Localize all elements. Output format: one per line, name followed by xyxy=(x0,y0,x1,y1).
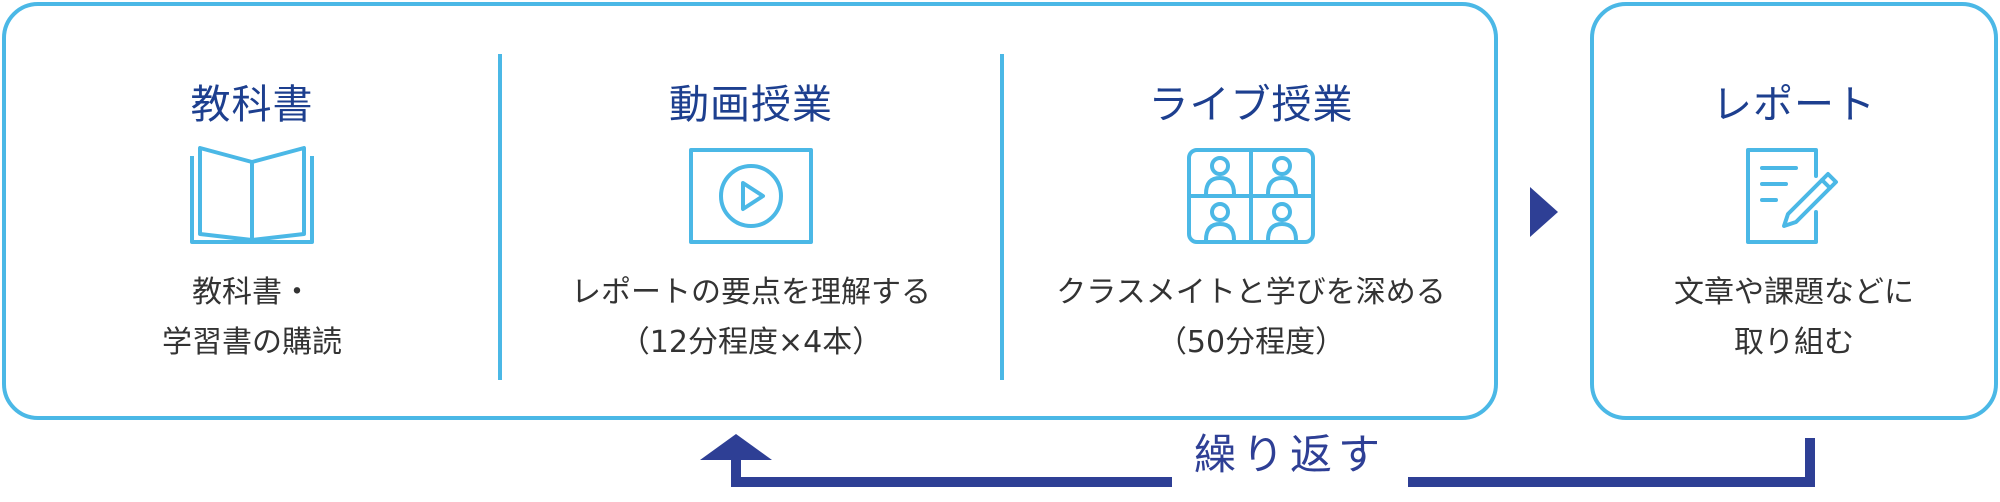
video-lesson-title: 動画授業 xyxy=(669,82,833,128)
live-lesson-column: ライブ授業 クラスメイトと学びを深める （50分程度） xyxy=(1004,6,1498,424)
live-lesson-title: ライブ授業 xyxy=(1148,82,1354,128)
divider xyxy=(498,54,502,380)
live-lesson-description: クラスメイトと学びを深める （50分程度） xyxy=(1056,275,1446,360)
video-lesson-column: 動画授業 レポートの要点を理解する （12分程度×4本） xyxy=(502,6,1000,424)
study-methods-box: 教科書 教科書・ 学習書の購読 動画授業 レポートの要点を理解する （12分程度… xyxy=(2,2,1498,420)
video-conference-icon xyxy=(1185,146,1317,250)
report-box: レポート 文章や課題などに 取り組む xyxy=(1590,2,1998,420)
triangle-arrow-right-icon xyxy=(1530,187,1558,237)
open-book-icon xyxy=(184,146,320,254)
textbook-description: 教科書・ 学習書の購読 xyxy=(162,275,342,360)
video-lesson-description: レポートの要点を理解する （12分程度×4本） xyxy=(571,275,931,360)
repeat-label: 繰り返す xyxy=(1193,430,1386,479)
report-description: 文章や課題などに 取り組む xyxy=(1674,275,1914,360)
textbook-column: 教科書 教科書・ 学習書の購読 xyxy=(6,6,498,424)
report-title: レポート xyxy=(1712,82,1876,128)
video-play-icon xyxy=(687,146,815,250)
report-column: レポート 文章や課題などに 取り組む xyxy=(1594,6,1994,424)
textbook-title: 教科書 xyxy=(190,82,314,128)
divider xyxy=(1000,54,1004,380)
document-pen-icon xyxy=(1744,146,1844,250)
arrowhead-up-icon xyxy=(700,434,772,460)
